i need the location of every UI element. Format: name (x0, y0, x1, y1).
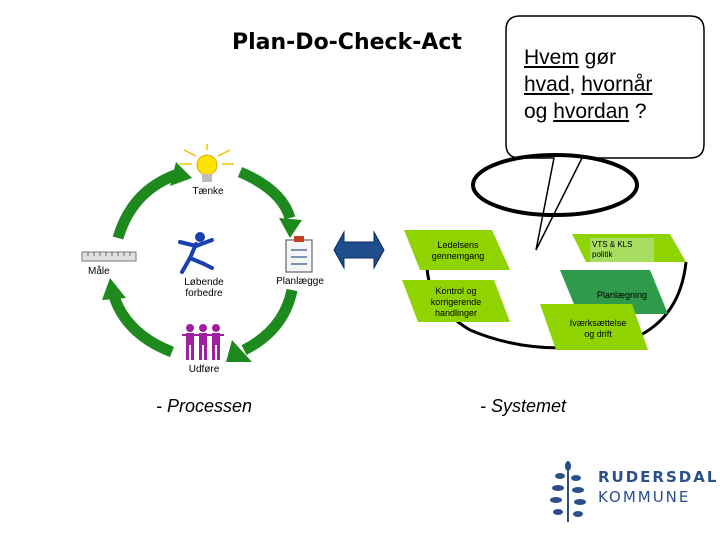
label-ledelsens: Ledelsens gennemgang (418, 240, 498, 262)
label-center-line2: forbedre (185, 288, 223, 299)
label-ivaerk-1: Iværksættelse (569, 318, 627, 328)
arrow-bottom-right (241, 288, 298, 355)
box-vts-inner (590, 238, 654, 262)
label-ivaerk-2: og drift (584, 329, 612, 339)
label-ledelsens-2: gennemgang (431, 251, 485, 261)
page-title: Plan-Do-Check-Act (232, 30, 462, 55)
runner-icon (178, 232, 214, 274)
lightbulb-icon (180, 144, 234, 182)
logo-tree-icon (550, 461, 586, 522)
double-arrow (333, 230, 385, 270)
callout-word-hvornaar: hvornår (581, 73, 653, 96)
label-center-line1: Løbende (184, 277, 224, 288)
label-ledelsens-1: Ledelsens (437, 240, 479, 250)
clipboard-icon (285, 236, 313, 273)
callout-word-hvad: hvad (524, 73, 570, 96)
arrow-top-right (237, 166, 296, 220)
logo-line2: KOMMUNE (598, 488, 691, 506)
box-ledelsens (404, 230, 510, 270)
label-maale: Måle (88, 266, 110, 277)
subtitle-processen: - Processen (156, 396, 253, 416)
callout-word-hvem: Hvem (524, 46, 579, 69)
ruler-icon (81, 251, 137, 262)
callout-comma: , (569, 73, 582, 96)
label-center: Løbende forbedre (172, 277, 236, 299)
system-boxes (402, 230, 686, 350)
label-vts-1: VTS & KLS (592, 240, 633, 249)
box-planlaegning (560, 270, 668, 314)
arrowhead-4 (170, 162, 192, 186)
people-icon (182, 324, 224, 360)
label-planlaegning: Planlægning (596, 290, 648, 300)
logo-line1: RUDERSDAL (598, 468, 719, 486)
label-kontrol-3: handlinger (434, 308, 478, 318)
label-vts-2: politik (592, 250, 613, 259)
speech-bubble (505, 15, 705, 251)
arrowhead-1 (279, 218, 302, 238)
arrowhead-3 (102, 278, 126, 300)
callout-word-hvordan: hvordan (553, 100, 630, 123)
label-kontrol: Kontrol og korrigerende handlinger (416, 286, 496, 319)
label-taenke: Tænke (192, 186, 224, 197)
subtitle-systemet: - Systemet (480, 396, 567, 416)
arrowhead-2 (226, 340, 252, 362)
box-kontrol (402, 280, 510, 322)
label-kontrol-1: Kontrol og (435, 286, 477, 296)
label-udfoere: Udføre (188, 364, 220, 375)
cycle-arrows (108, 166, 298, 358)
callout-word-goer: gør (578, 46, 617, 69)
label-vts: VTS & KLS politik (592, 240, 654, 260)
label-planlaegge: Planlægge (276, 276, 324, 287)
callout-text: Hvem gør hvad, hvornår og hvordan ? (524, 44, 694, 125)
callout-word-og: og (524, 100, 554, 123)
arrow-top-left (112, 168, 180, 240)
arrow-bottom-left (108, 294, 175, 358)
box-ivaerk (540, 304, 648, 350)
callout-question: ? (629, 100, 647, 123)
cycle-arrowheads (102, 162, 302, 362)
label-ivaerk: Iværksættelse og drift (558, 318, 638, 340)
label-kontrol-2: korrigerende (430, 297, 482, 307)
